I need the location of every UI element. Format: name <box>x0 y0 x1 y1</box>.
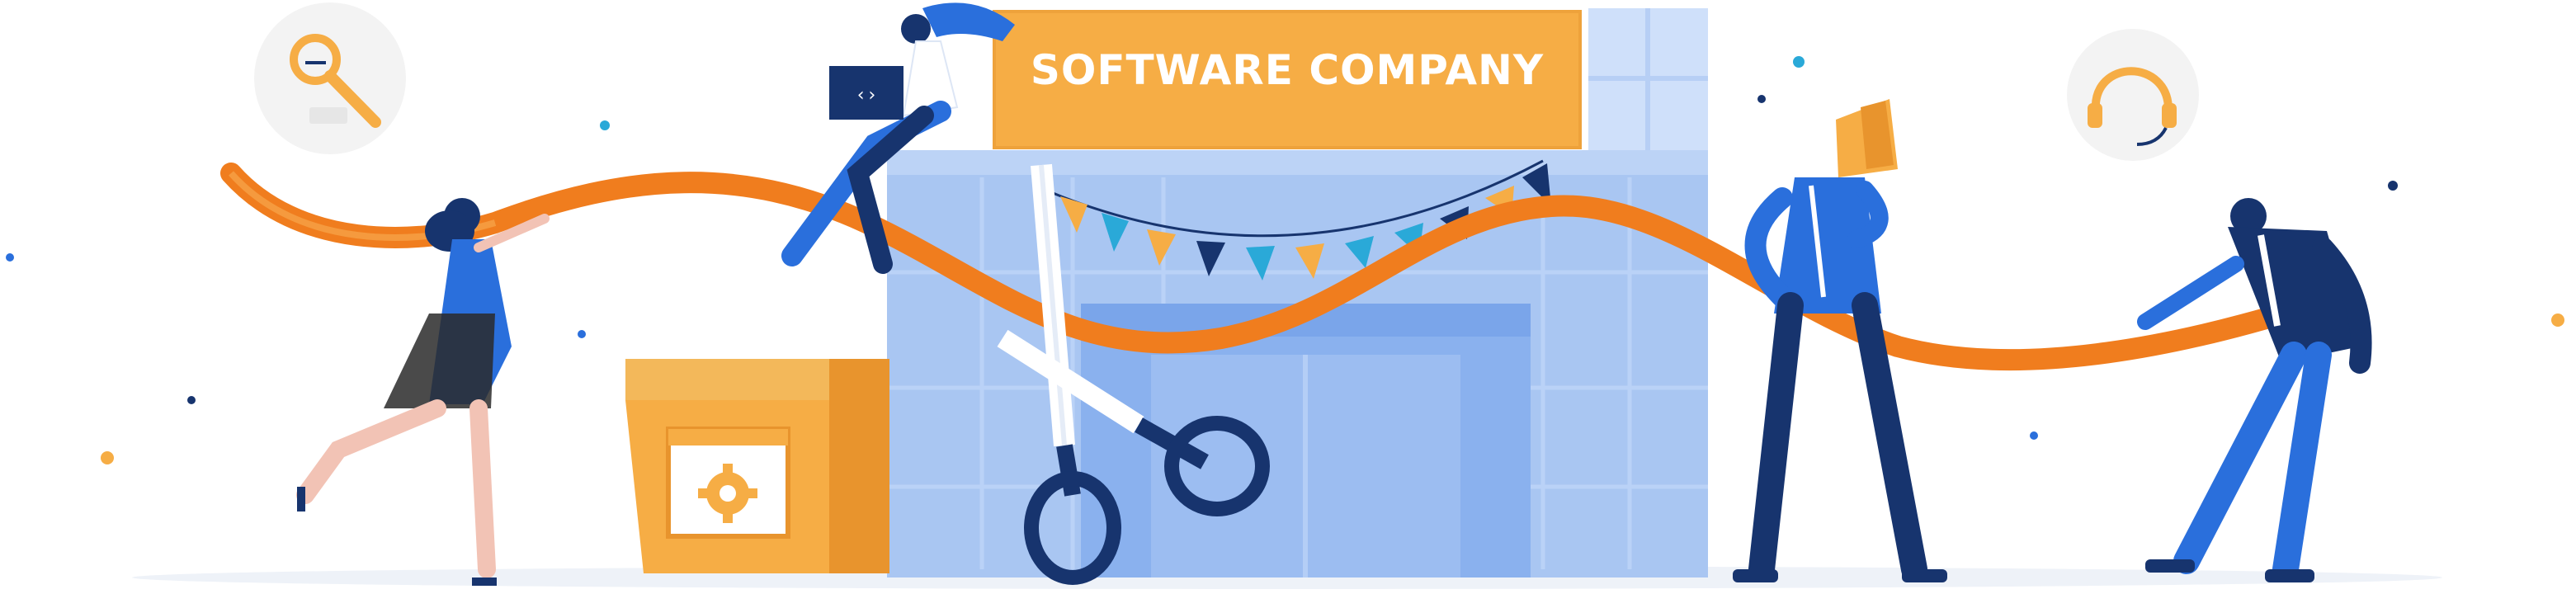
man-right-figure <box>2137 198 2372 582</box>
megaphone-icon <box>1836 99 1898 177</box>
svg-text:‹›: ‹› <box>856 85 878 106</box>
magnifier-bubble <box>254 2 406 154</box>
megaphone-man-figure <box>1733 99 1947 582</box>
company-sign: SOFTWARE COMPANY <box>993 10 1582 149</box>
magnifier-icon <box>290 34 381 128</box>
woman-left-figure <box>296 198 550 586</box>
laptop-person-figure: ‹› <box>781 2 1015 274</box>
sign-text: SOFTWARE COMPANY <box>1031 46 1544 94</box>
ribbon <box>220 163 2346 371</box>
laptop-code-icon: ‹› <box>829 66 903 120</box>
headset-bubble <box>2067 29 2199 161</box>
scissors-icon <box>997 163 1270 585</box>
building <box>887 8 1708 578</box>
package-box <box>625 359 889 573</box>
gear-icon <box>698 464 757 523</box>
headset-icon <box>2088 67 2177 146</box>
confetti-dots <box>6 56 2564 464</box>
